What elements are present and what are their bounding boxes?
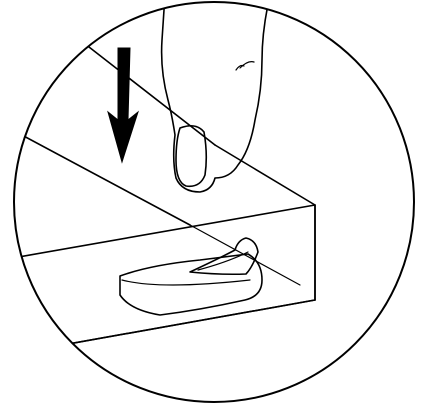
housing-top-front-edge [0,118,190,225]
detail-circle-frame [14,2,414,402]
detail-view-content [0,0,315,358]
push-button [120,238,262,315]
housing-top-right-edge [215,145,315,205]
housing-bottom-edge [0,300,315,358]
housing-top-back-edge [80,40,215,145]
hand [162,0,270,192]
button-top-face [122,280,250,285]
knuckle-crease-2 [240,62,254,68]
housing-front-face [0,205,315,358]
finger-outline [162,0,270,192]
